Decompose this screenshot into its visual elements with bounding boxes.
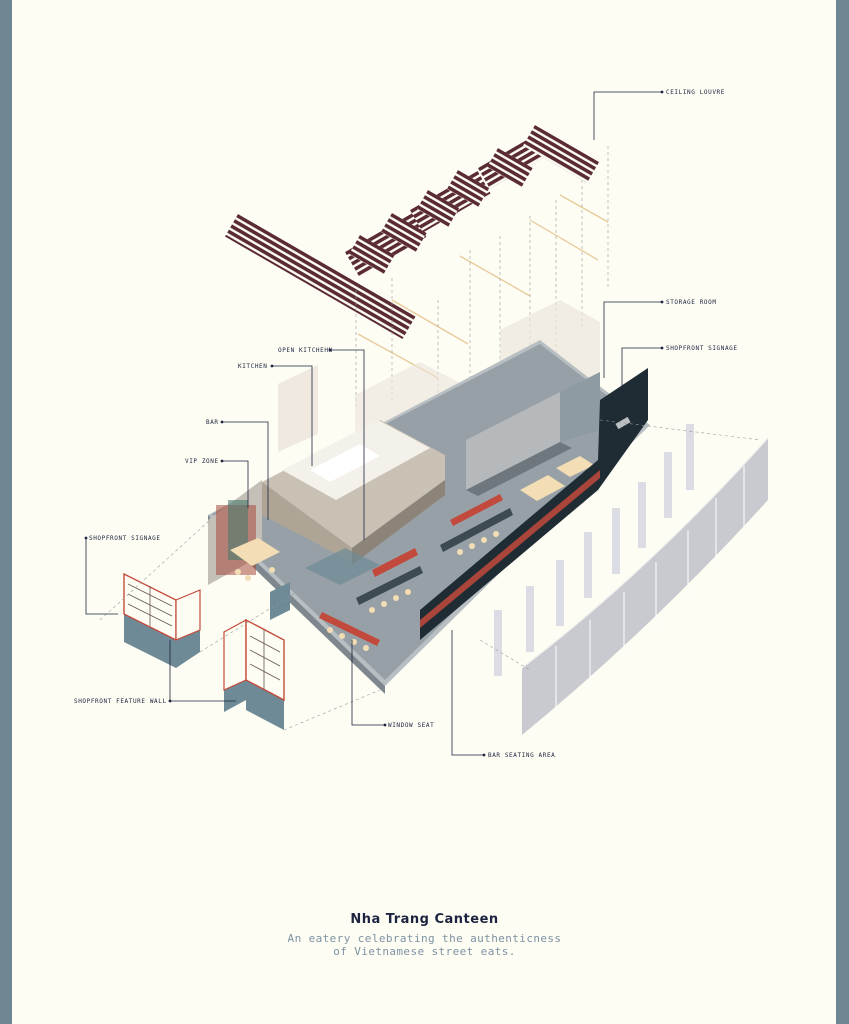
labels: CEILING LOUVRE STORAGE ROOM SHOPFRONT SI…	[74, 89, 738, 759]
ceiling-louvre	[225, 125, 600, 340]
label-ceiling-louvre: CEILING LOUVRE	[666, 89, 725, 96]
label-bar-seating-area: BAR SEATING AREA	[488, 752, 555, 759]
label-storage-room: STORAGE ROOM	[666, 299, 717, 306]
label-shopfront-signage-right: SHOPFRONT SIGNAGE	[666, 345, 738, 352]
title-block: Nha Trang Canteen An eatery celebrating …	[0, 912, 849, 958]
label-shopfront-feature-wall: SHOPFRONT FEATURE WALL	[74, 698, 167, 705]
project-title: Nha Trang Canteen	[350, 912, 499, 927]
label-vip-zone: VIP ZONE	[185, 458, 219, 465]
label-kitchen: KITCHEN	[238, 363, 268, 370]
shopfront-feature-wall	[99, 519, 381, 731]
project-subtitle: An eatery celebrating the authenticness …	[0, 932, 849, 958]
label-bar: BAR	[206, 419, 219, 426]
label-window-seat: WINDOW SEAT	[388, 722, 434, 729]
floor-plan	[208, 300, 650, 694]
curved-glass-facade	[479, 419, 769, 735]
leader-lines	[84, 90, 664, 757]
subtitle-line-1: An eatery celebrating the authenticness	[287, 932, 562, 945]
columns	[494, 424, 694, 676]
label-shopfront-signage-left: SHOPFRONT SIGNAGE	[89, 535, 161, 542]
subtitle-line-2: of Vietnamese street eats.	[333, 945, 516, 958]
label-open-kitchen: OPEN KITCHEHN	[278, 347, 333, 354]
